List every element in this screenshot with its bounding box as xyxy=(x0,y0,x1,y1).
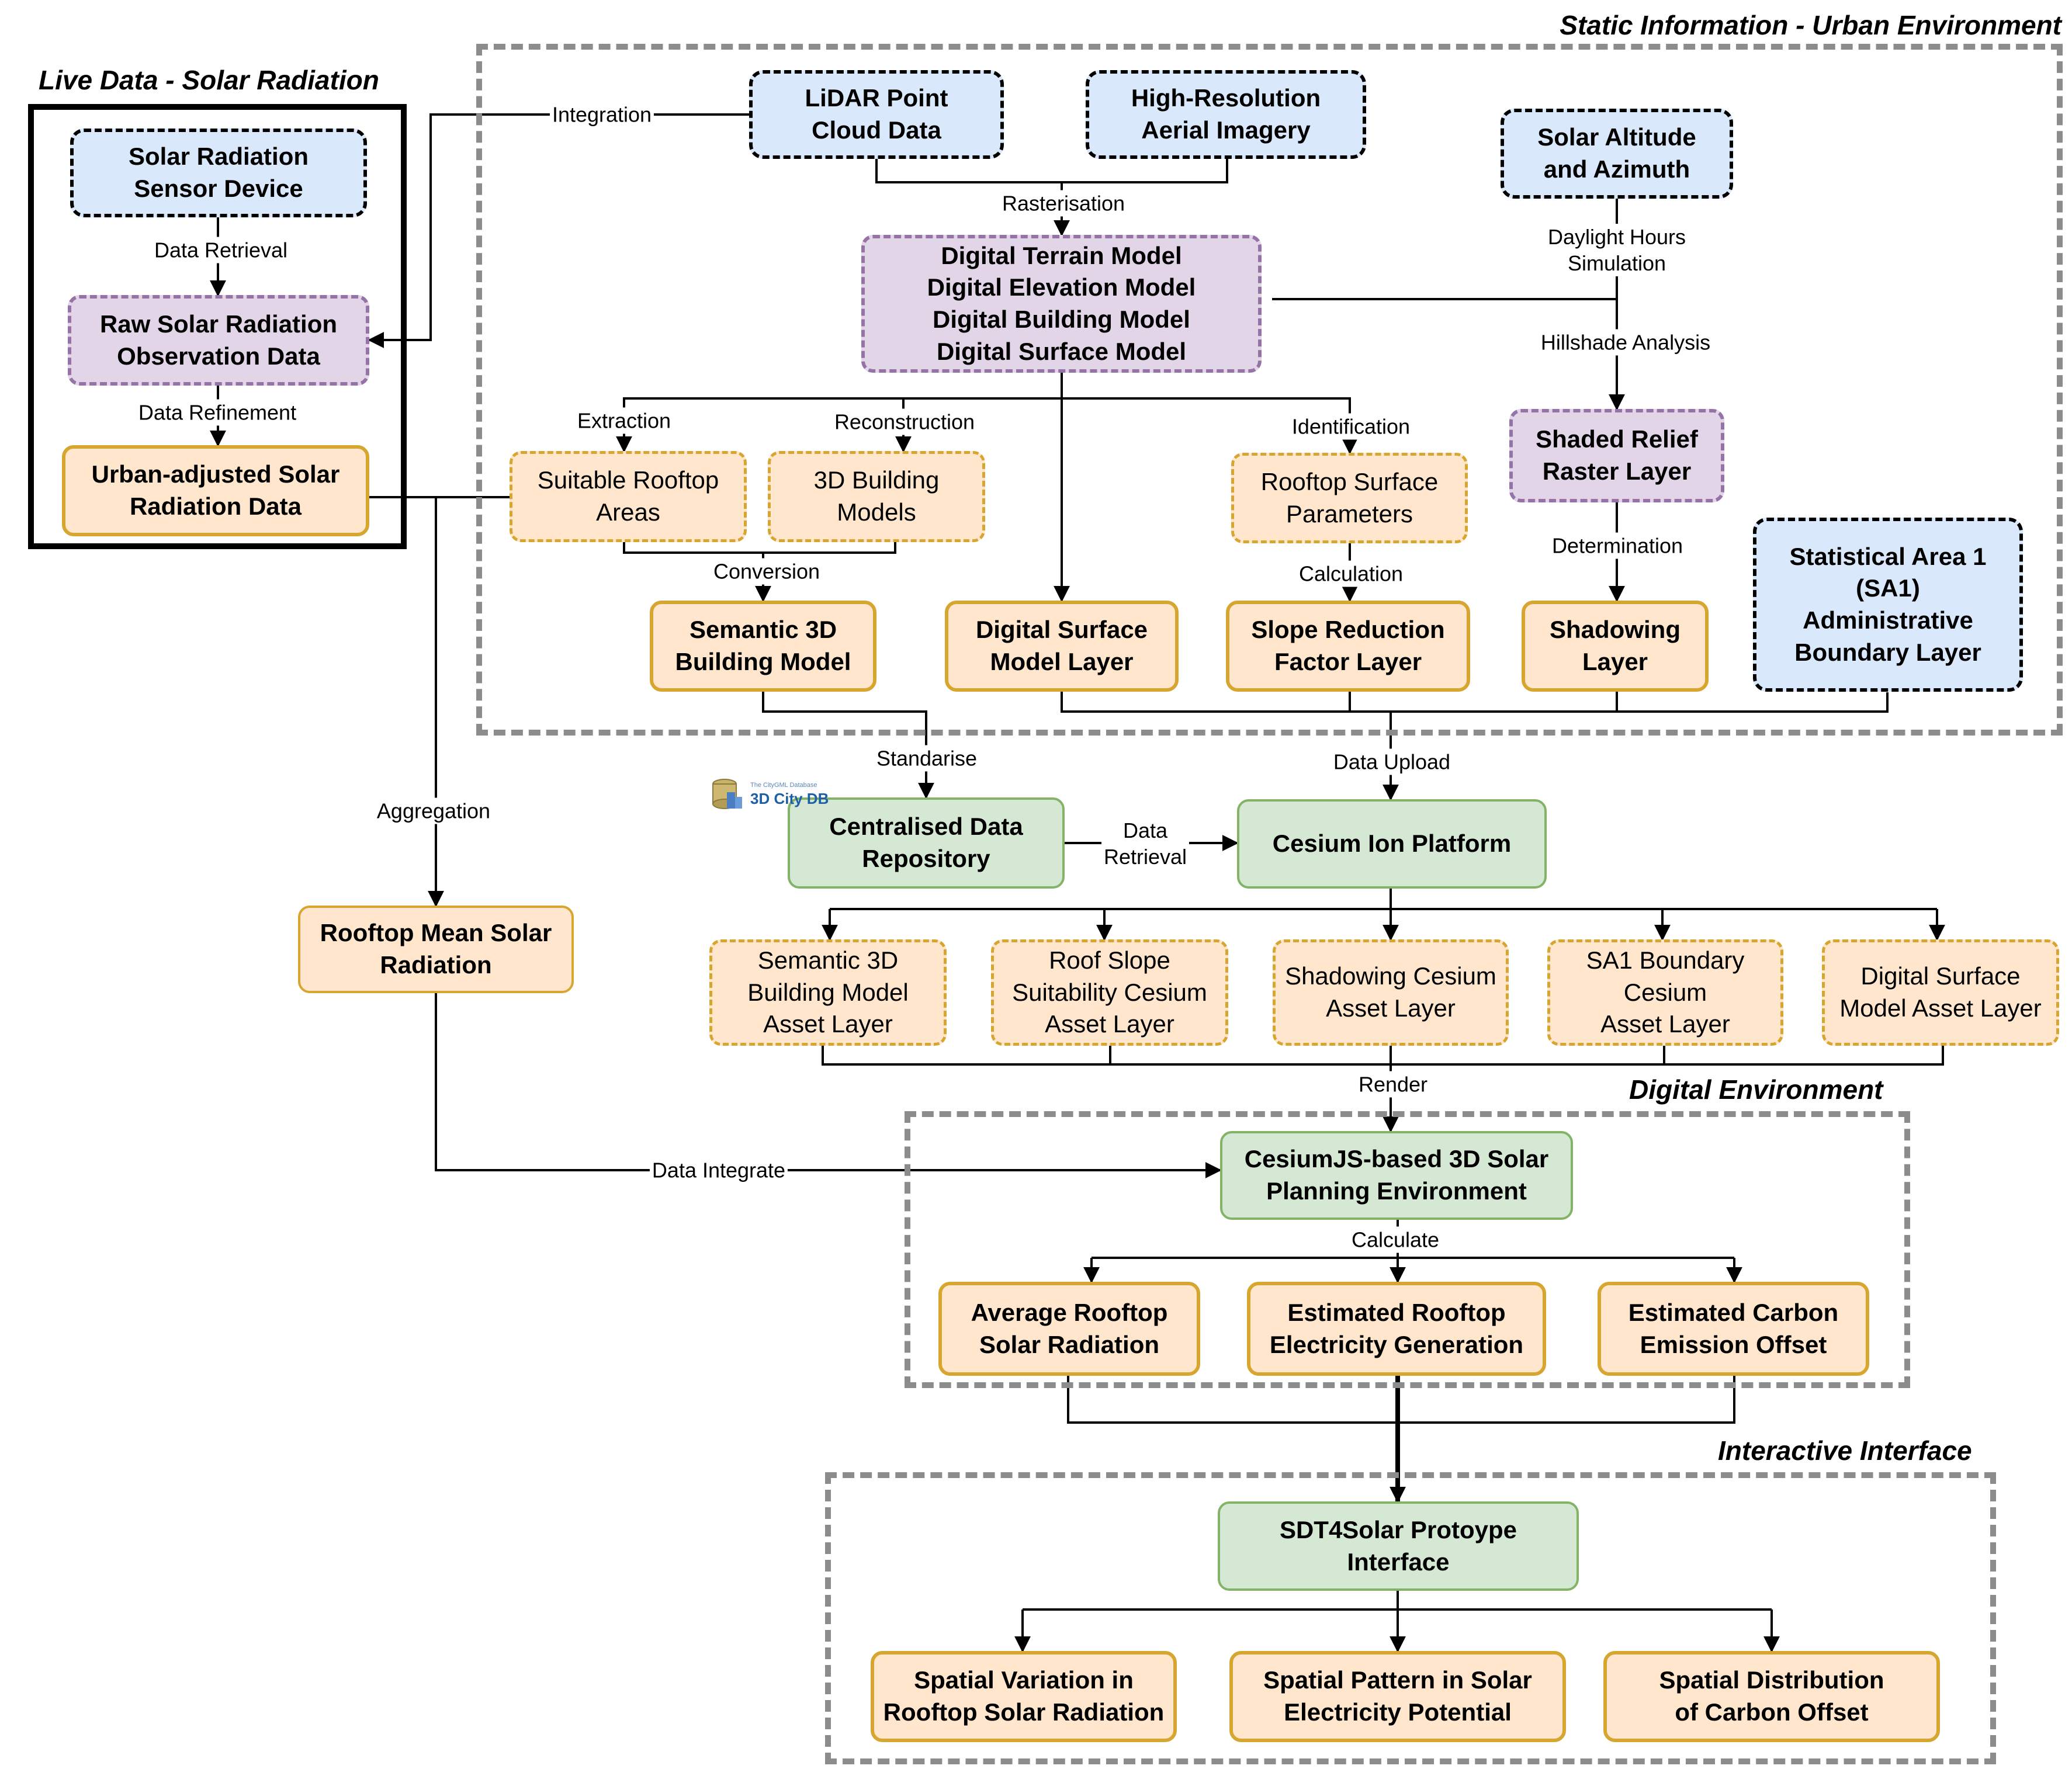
static-region-title: Static Information - Urban Environment xyxy=(1560,10,2061,40)
node-cesiumjs: CesiumJS-based 3D Solar Planning Environ… xyxy=(1220,1131,1573,1220)
node-spatial-distribution: Spatial Distribution of Carbon Offset xyxy=(1603,1651,1940,1742)
citydb-logo-text: 3D City DB xyxy=(750,790,829,807)
node-asset-sa1: SA1 Boundary Cesium Asset Layer xyxy=(1547,939,1783,1046)
label-render: Render xyxy=(1356,1071,1430,1098)
node-sdt4solar: SDT4Solar Protoype Interface xyxy=(1218,1501,1579,1591)
label-daylight: Daylight Hours Simulation xyxy=(1545,224,1689,276)
node-dsm-layer: Digital Surface Model Layer xyxy=(945,601,1179,692)
database-icon xyxy=(712,779,742,809)
label-aggregation: Aggregation xyxy=(374,797,493,824)
node-shadow-layer: Shadowing Layer xyxy=(1522,601,1709,692)
node-building-models: 3D Building Models xyxy=(768,451,985,542)
node-rooftop-areas: Suitable Rooftop Areas xyxy=(510,451,747,542)
label-hillshade: Hillshade Analysis xyxy=(1538,329,1713,356)
node-asset-semantic: Semantic 3D Building Model Asset Layer xyxy=(709,939,947,1046)
node-cesium-ion: Cesium Ion Platform xyxy=(1237,799,1547,889)
edge-lidar-join xyxy=(875,159,1228,183)
node-lidar: LiDAR Point Cloud Data xyxy=(749,70,1004,159)
digital-region xyxy=(905,1111,1910,1388)
label-determination: Determination xyxy=(1549,532,1686,559)
citydb-logo: The CityGML Database 3D City DB xyxy=(709,777,829,812)
node-spatial-variation: Spatial Variation in Rooftop Solar Radia… xyxy=(871,1651,1177,1742)
node-est-electricity: Estimated Rooftop Electricity Generation xyxy=(1247,1282,1546,1376)
edge-out-join xyxy=(1067,1376,1735,1424)
node-asset-dsm: Digital Surface Model Asset Layer xyxy=(1822,939,2059,1046)
label-data-retrieval-live: Data Retrieval xyxy=(151,237,290,263)
interactive-region xyxy=(825,1472,1996,1764)
live-region xyxy=(28,104,407,549)
label-data-refinement: Data Refinement xyxy=(136,399,299,426)
static-region xyxy=(476,44,2063,736)
node-solar-altitude: Solar Altitude and Azimuth xyxy=(1501,109,1733,199)
edge-data-integrate xyxy=(435,993,1222,1178)
citydb-logo-subtitle: The CityGML Database xyxy=(750,782,817,789)
node-raw-observation: Raw Solar Radiation Observation Data xyxy=(68,295,369,386)
label-standarise: Standarise xyxy=(874,745,980,772)
node-avg-radiation: Average Rooftop Solar Radiation xyxy=(938,1282,1200,1376)
live-region-title: Live Data - Solar Radiation xyxy=(39,65,379,95)
node-rooftop-mean: Rooftop Mean Solar Radiation xyxy=(298,906,574,993)
label-data-retrieval-repo: Data Retrieval xyxy=(1101,817,1190,870)
node-spatial-pattern: Spatial Pattern in Solar Electricity Pot… xyxy=(1229,1651,1566,1742)
label-calculate: Calculate xyxy=(1349,1226,1442,1253)
interactive-region-title: Interactive Interface xyxy=(1718,1435,1972,1466)
node-repository: Centralised Data Repository xyxy=(788,797,1065,889)
node-shaded-relief: Shaded Relief Raster Layer xyxy=(1509,409,1724,502)
label-integration: Integration xyxy=(549,101,654,128)
node-semantic-3d: Semantic 3D Building Model xyxy=(650,601,876,692)
node-asset-slope: Roof Slope Suitability Cesium Asset Laye… xyxy=(991,939,1228,1046)
digital-region-title: Digital Environment xyxy=(1629,1074,1883,1105)
label-reconstruction: Reconstruction xyxy=(831,408,978,435)
node-sensor: Solar Radiation Sensor Device xyxy=(70,129,367,217)
label-data-upload: Data Upload xyxy=(1330,748,1453,775)
node-dtm: Digital Terrain Model Digital Elevation … xyxy=(861,235,1262,373)
edge-conversion-join xyxy=(623,542,896,554)
label-conversion: Conversion xyxy=(711,558,823,585)
node-est-carbon: Estimated Carbon Emission Offset xyxy=(1598,1282,1869,1376)
node-sa1: Statistical Area 1 (SA1) Administrative … xyxy=(1753,518,2023,692)
label-extraction: Extraction xyxy=(574,407,674,434)
label-calculation: Calculation xyxy=(1296,560,1406,587)
node-slope-layer: Slope Reduction Factor Layer xyxy=(1226,601,1470,692)
node-aerial: High-Resolution Aerial Imagery xyxy=(1086,70,1366,159)
label-data-integrate: Data Integrate xyxy=(649,1157,788,1184)
node-urban-adjusted: Urban-adjusted Solar Radiation Data xyxy=(62,445,369,536)
label-identification: Identification xyxy=(1289,413,1413,440)
node-rooftop-params: Rooftop Surface Parameters xyxy=(1231,453,1468,543)
node-asset-shadow: Shadowing Cesium Asset Layer xyxy=(1273,939,1509,1046)
edge-render-join xyxy=(822,1046,1944,1066)
edge-upload-join xyxy=(1061,692,1889,713)
label-rasterisation: Rasterisation xyxy=(999,190,1128,217)
